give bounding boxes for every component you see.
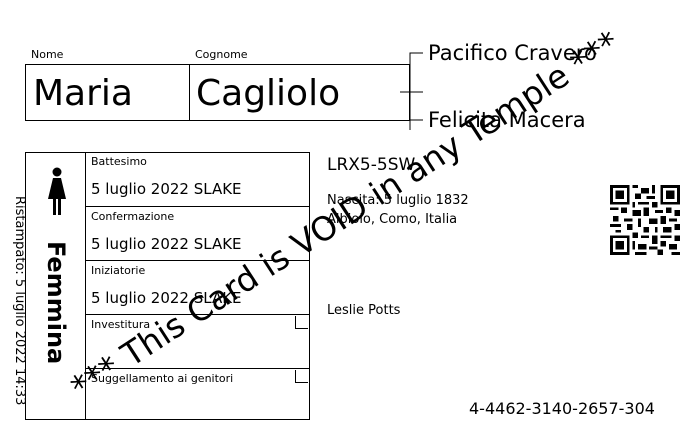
mother-name: Felicita Macera (428, 108, 586, 132)
ordinance-label: Iniziatorie (91, 264, 146, 277)
last-name-label: Cognome (195, 48, 248, 61)
first-name-box: Maria (25, 64, 190, 121)
endowment-checkbox[interactable] (295, 316, 308, 329)
ordinance-endowment: Investitura (85, 314, 310, 368)
parents-bracket (400, 52, 423, 130)
sealing-checkbox[interactable] (295, 370, 308, 383)
ordinance-value: 5 luglio 2022 SLAKE (91, 180, 242, 198)
record-id: LRX5-5SW (327, 155, 416, 175)
ordinance-label: Suggellamento ai genitori (91, 372, 234, 385)
last-name-value: Cagliolo (196, 73, 341, 114)
ordinance-value: 5 luglio 2022 SLAKE (91, 235, 242, 253)
last-name-box: Cagliolo (189, 64, 410, 121)
sex-label: Femmina (42, 241, 70, 365)
ordinance-initiatory: Iniziatorie 5 luglio 2022 SLAKE (85, 260, 310, 314)
first-name-value: Maria (33, 73, 133, 114)
female-figure-icon (48, 167, 66, 215)
ordinance-confirmation: Confermazione 5 luglio 2022 SLAKE (85, 206, 310, 260)
ordinance-label: Investitura (91, 318, 151, 331)
birth-date: Nascita: 5 luglio 1832 (327, 193, 469, 208)
first-name-label: Nome (31, 48, 64, 61)
submitter-name: Leslie Potts (327, 303, 401, 318)
ordinances-table (85, 152, 310, 420)
card-number: 4-4462-3140-2657-304 (469, 399, 655, 418)
father-name: Pacifico Cravero (428, 41, 597, 65)
ordinance-label: Confermazione (91, 210, 175, 223)
qr-code-icon (610, 185, 680, 255)
birth-place: Albiolo, Como, Italia (327, 212, 458, 227)
ordinance-label: Battesimo (91, 155, 147, 168)
ordinance-baptism: Battesimo 5 luglio 2022 SLAKE (85, 152, 310, 206)
ordinance-value: 5 luglio 2022 SLAKE (91, 289, 242, 307)
ordinance-sealing-parents: Suggellamento ai genitori (85, 368, 310, 420)
